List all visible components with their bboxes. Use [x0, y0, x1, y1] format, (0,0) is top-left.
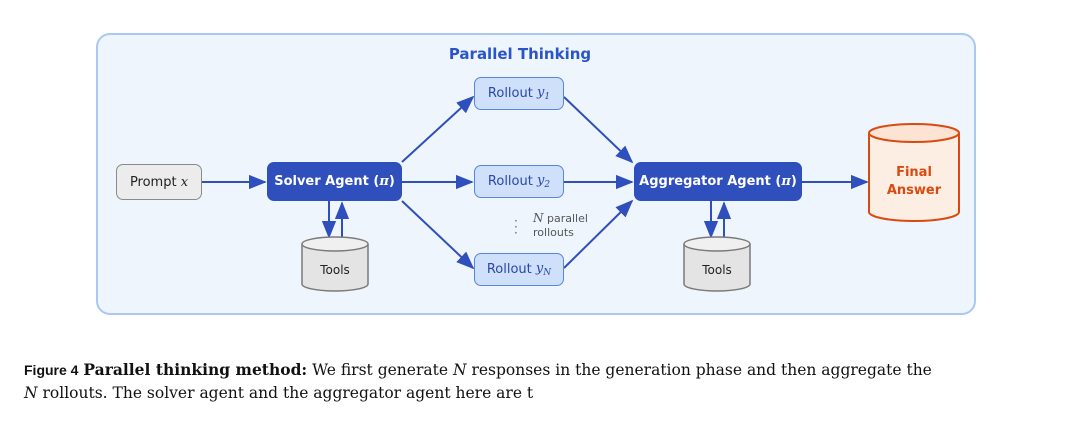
final-answer-cylinder: [868, 123, 960, 222]
prompt-label: Prompt: [129, 174, 177, 190]
tools-label-2: Tools: [702, 263, 732, 277]
caption-text3: rollouts. The solver agent and the aggre…: [42, 384, 534, 402]
solver-agent-node: Solver Agent (π): [267, 162, 402, 201]
prompt-var: x: [180, 174, 189, 190]
rollout-2-sub: 2: [544, 180, 551, 190]
solver-close: ): [388, 174, 395, 189]
caption-var1: N: [452, 361, 467, 379]
rollout-2-label: Rollout: [487, 174, 533, 189]
prompt-node: Prompt x: [116, 164, 202, 200]
rollout-1-sub: 1: [544, 92, 551, 102]
arrow-solver-to-rollout-1: [401, 95, 475, 163]
rollout-n-label: Rollout: [486, 262, 532, 277]
parallel-note-text2: rollouts: [533, 226, 574, 239]
aggregator-var: π: [781, 174, 791, 189]
aggregator-agent-node: Aggregator Agent (π): [634, 162, 802, 201]
tools-cylinder-1: [301, 236, 369, 292]
arrow-rollout-n-to-aggregator: [563, 199, 634, 269]
caption-figure-number: Figure 4: [24, 362, 79, 378]
rollout-n-var: y: [535, 261, 544, 276]
caption-bold-title: Parallel thinking method:: [83, 360, 308, 379]
solver-var: π: [379, 174, 389, 189]
rollout-2-var: y: [536, 173, 545, 188]
rollout-1-label: Rollout: [487, 86, 533, 101]
parallel-rollouts-note: N parallel rollouts: [533, 211, 588, 240]
figure-caption: Figure 4 Parallel thinking method: We fi…: [24, 358, 1064, 405]
rollout-n-sub: N: [543, 268, 552, 278]
caption-var2: N: [24, 384, 38, 402]
rollout-node-n: Rollout yN: [474, 253, 564, 286]
arrow-solver-to-rollout-n: [401, 200, 475, 270]
parallel-note-text1: parallel: [547, 212, 588, 225]
arrow-rollout-1-to-aggregator: [563, 96, 634, 164]
tools-label-1: Tools: [320, 263, 350, 277]
vertical-ellipsis-icon: ···: [514, 214, 518, 240]
final-answer-label: Final Answer: [869, 164, 959, 200]
aggregator-label: Aggregator Agent (: [639, 174, 782, 189]
tools-cylinder-2: [683, 236, 751, 292]
caption-text2: responses in the generation phase and th…: [471, 361, 932, 379]
rollout-1-var: y: [536, 85, 545, 100]
aggregator-close: ): [790, 174, 797, 189]
parallel-note-var: N: [533, 211, 544, 225]
caption-text1: We first generate: [312, 361, 449, 379]
panel-title: Parallel Thinking: [448, 45, 592, 63]
rollout-node-1: Rollout y1: [474, 77, 564, 110]
final-line2: Answer: [886, 183, 942, 198]
rollout-node-2: Rollout y2: [474, 165, 564, 198]
solver-label: Solver Agent (: [274, 174, 380, 189]
final-line1: Final: [896, 165, 932, 180]
